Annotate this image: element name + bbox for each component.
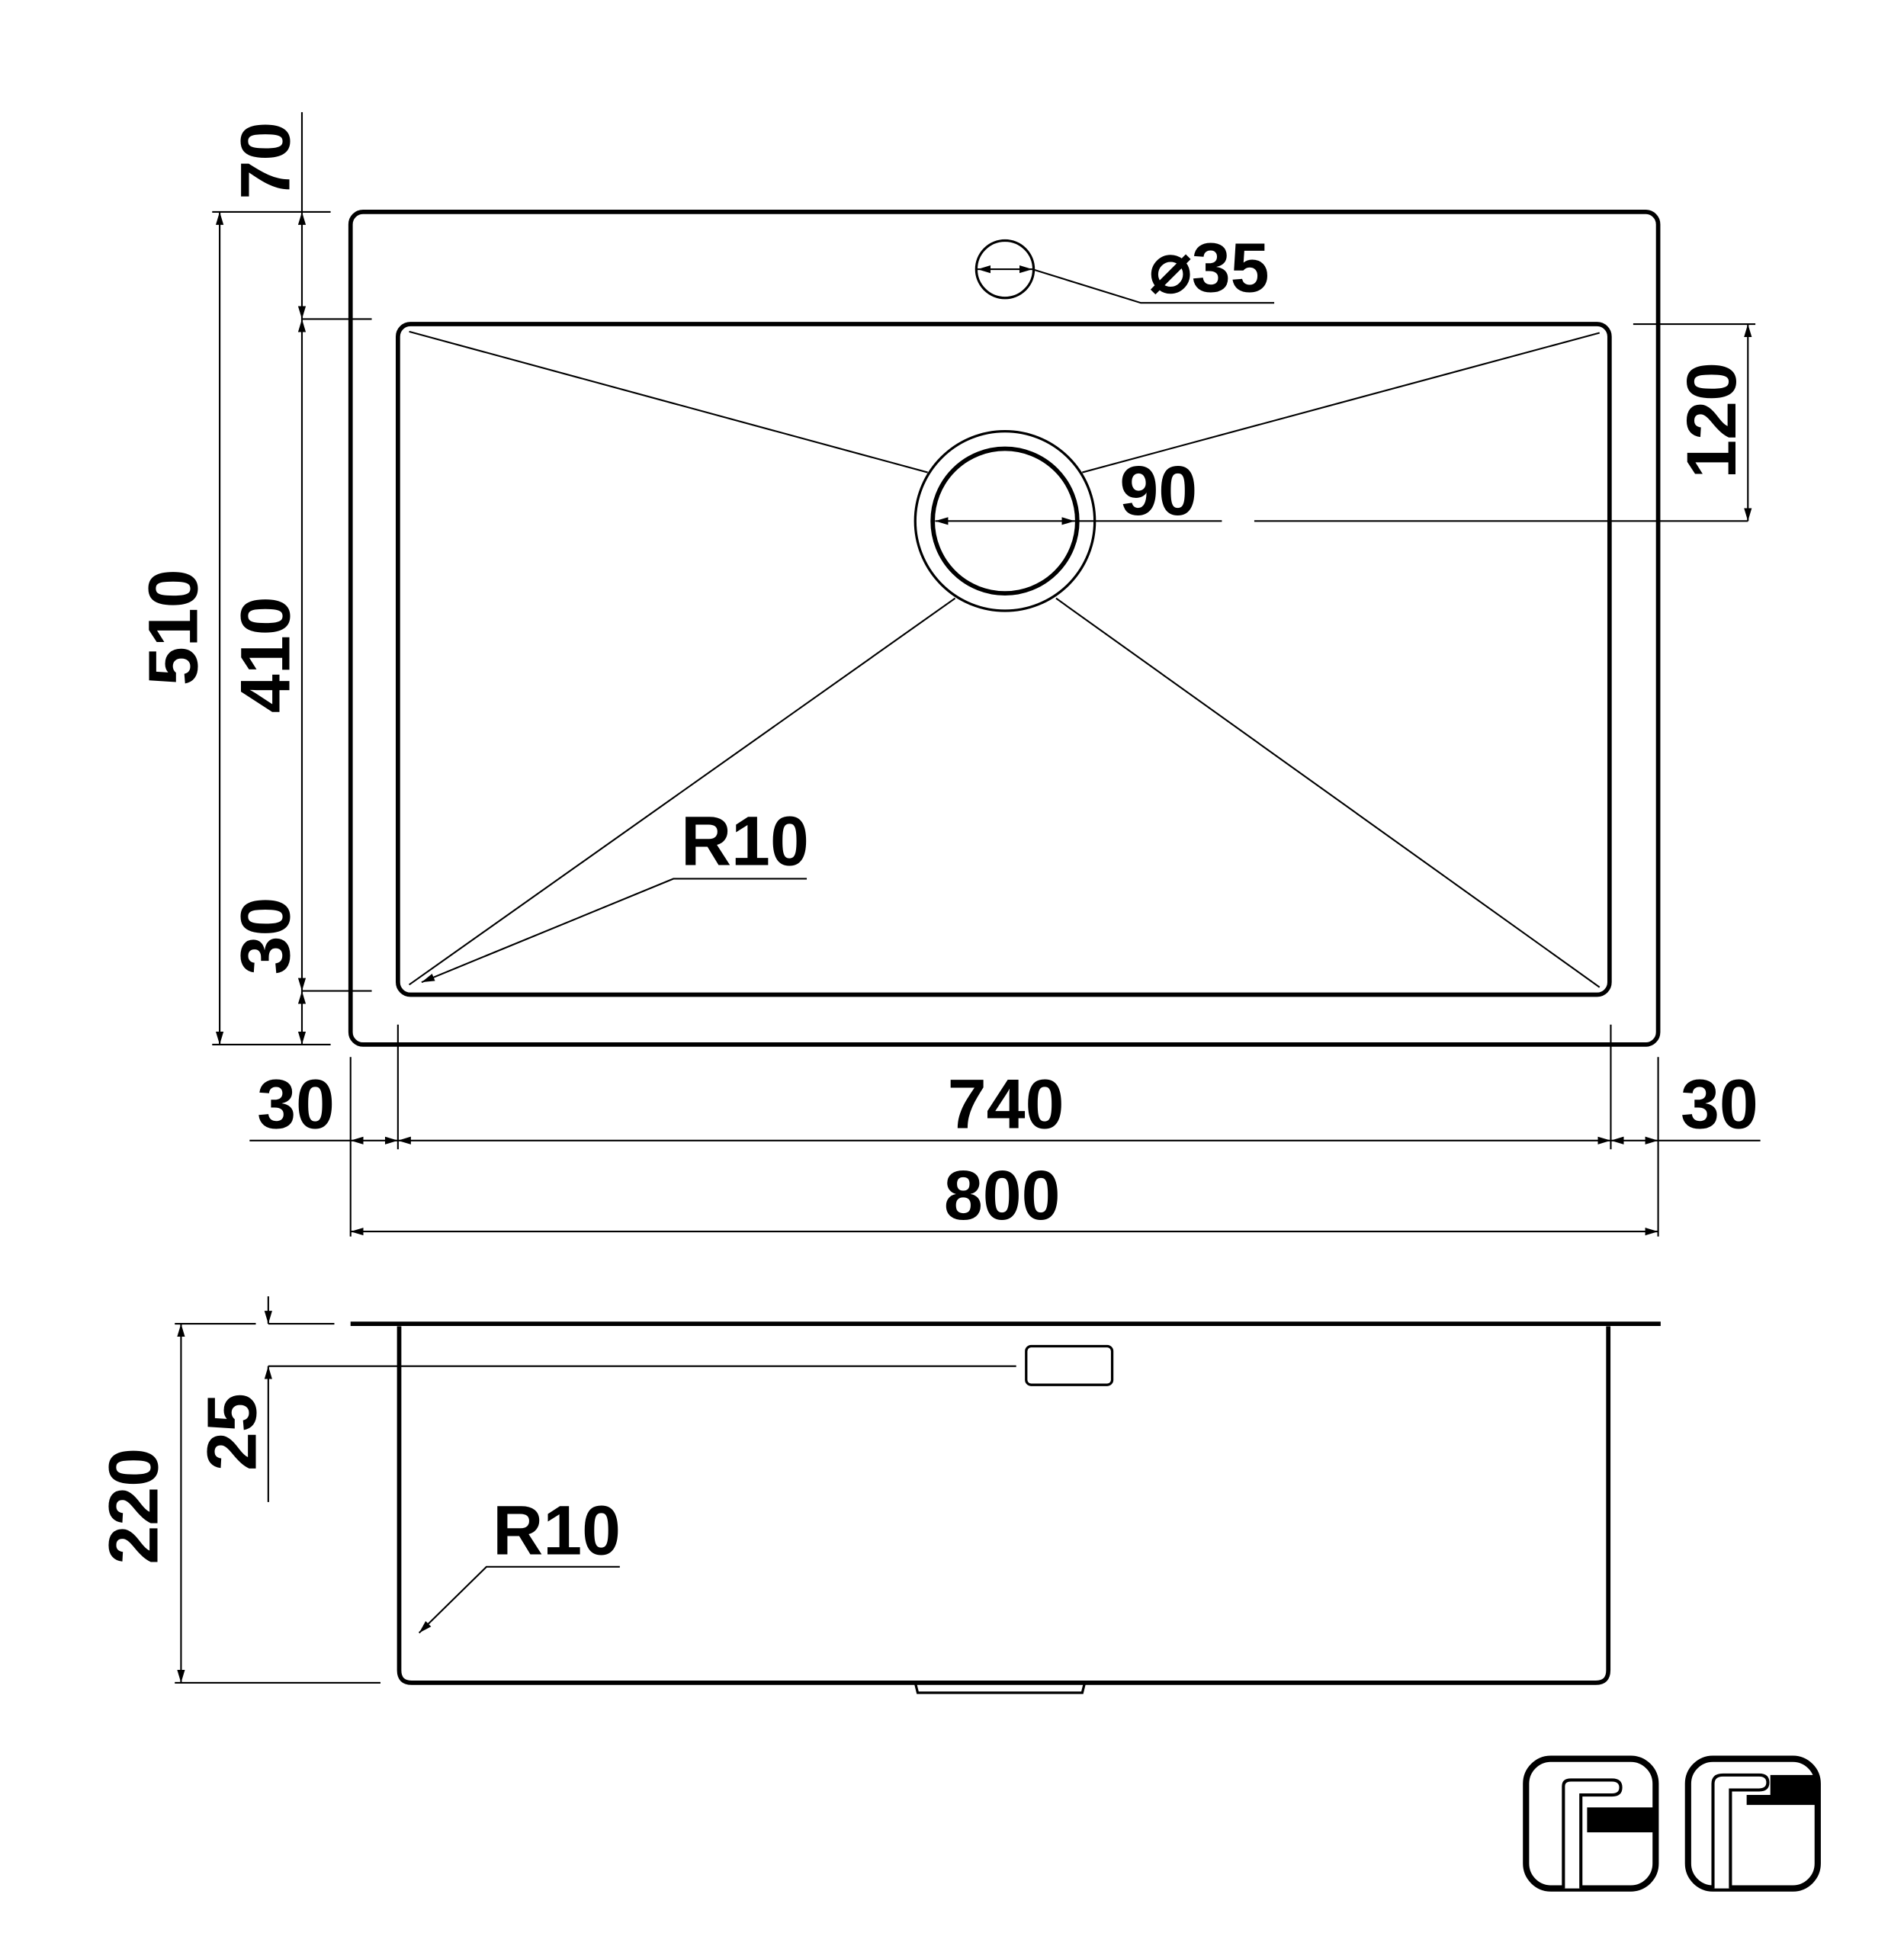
tap-hole-diameter-label: ⌀35: [1150, 230, 1270, 307]
overflow-depth-label: 25: [193, 1393, 271, 1471]
flush-mount-icon: [1523, 1755, 1659, 1892]
bowl-outline: [395, 322, 1612, 997]
side-view: 25 220 R10: [95, 1296, 1661, 1694]
overflow-slot: [1025, 1344, 1114, 1386]
flange-top-label: 70: [227, 122, 305, 200]
total-depth-label: 510: [135, 569, 213, 685]
flange-left-label: 30: [257, 1065, 335, 1143]
flange-bottom-label: 30: [227, 897, 305, 975]
top-view: 90 ⌀35 70 510 410 30 120 R10: [135, 112, 1761, 1237]
total-width-label: 800: [944, 1157, 1061, 1234]
drain-offset-label: 120: [1673, 362, 1751, 479]
side-bowl-outline: [397, 1326, 1611, 1685]
bowl-width-label: 740: [948, 1065, 1064, 1143]
sink-outer-outline: [348, 210, 1661, 1047]
top-mount-icon: [1684, 1755, 1821, 1892]
bowl-depth-label: 410: [227, 596, 305, 713]
drain-slope-lines: [408, 330, 1601, 988]
side-drain: [913, 1682, 1087, 1694]
side-corner-radius-label: R10: [493, 1492, 621, 1570]
corner-radius-label: R10: [681, 803, 809, 881]
bowl-height-label: 220: [95, 1448, 172, 1565]
drain-diameter-label: 90: [1119, 452, 1197, 530]
flange-right-label: 30: [1681, 1065, 1758, 1143]
